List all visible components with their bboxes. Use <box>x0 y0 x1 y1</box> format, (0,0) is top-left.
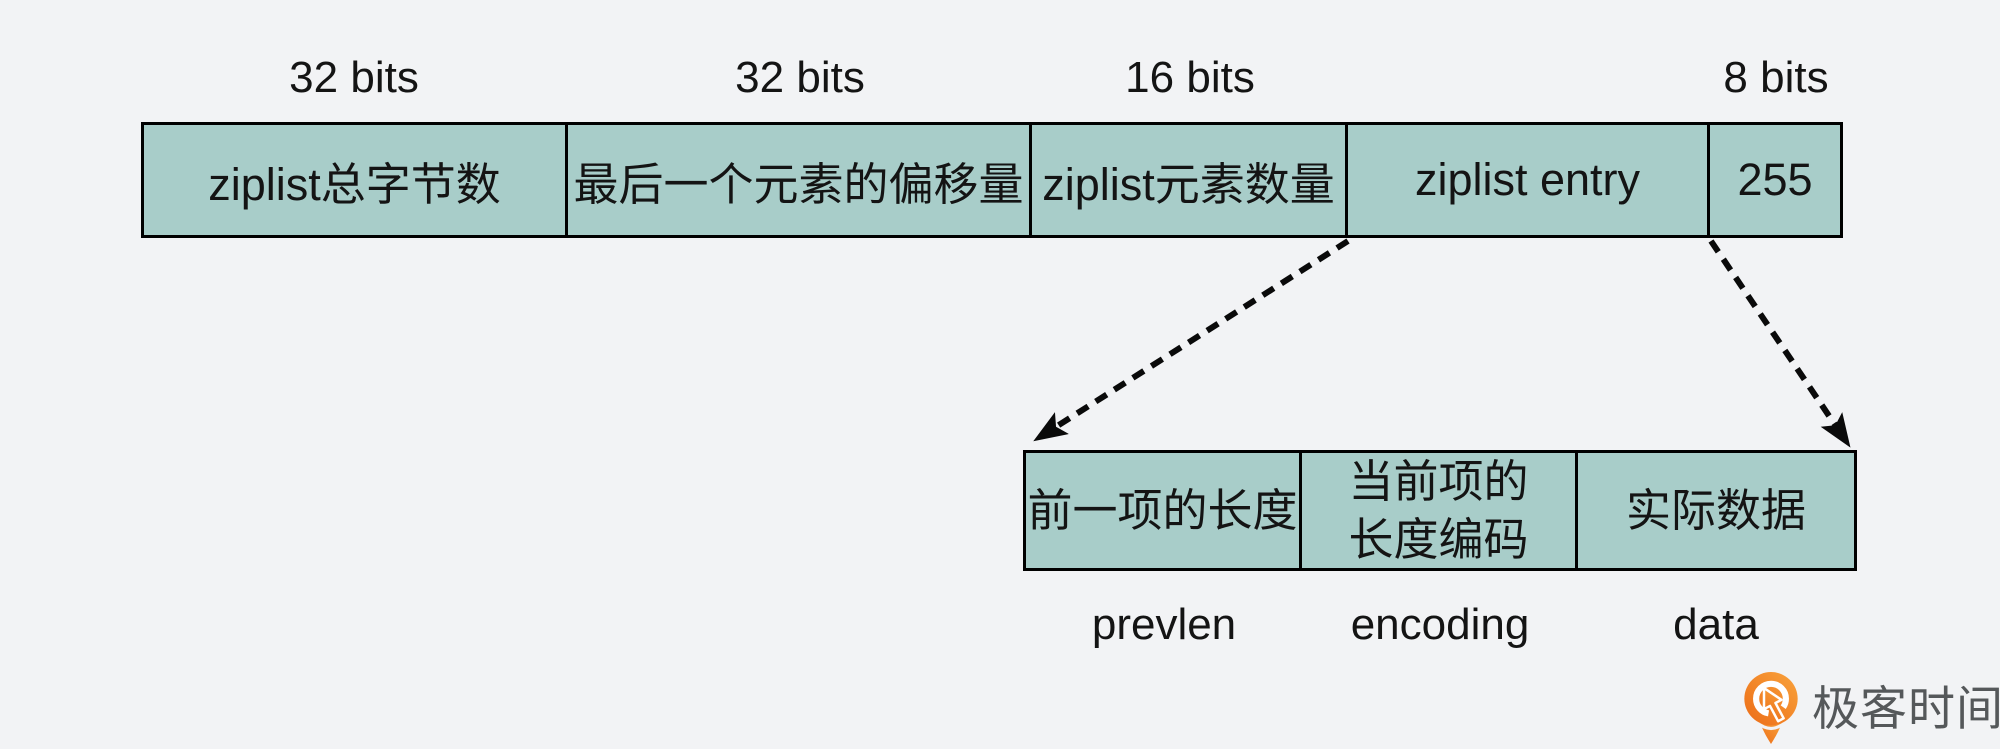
geektime-logo: 极客时间 <box>1740 670 2000 746</box>
entry-field-names: prevlen encoding data <box>1026 600 1854 650</box>
bit-width-label-last-offset: 32 bits <box>735 53 865 102</box>
cell-encoding: 当前项的 长度编码 <box>1302 453 1578 568</box>
sublabel-data: data <box>1673 600 1759 649</box>
cell-ziplist-total-bytes: ziplist总字节数 <box>144 125 568 235</box>
bit-width-label-entry-count: 16 bits <box>1125 53 1255 102</box>
ziplist-entry-detail-row: 前一项的长度 当前项的 长度编码 实际数据 <box>1023 450 1857 571</box>
cell-data: 实际数据 <box>1578 453 1854 568</box>
cell-prevlen: 前一项的长度 <box>1026 453 1302 568</box>
dashed-arrow-left <box>1033 238 1350 442</box>
bit-width-label-end-marker: 8 bits <box>1723 53 1829 102</box>
cell-prevlen-label: 前一项的长度 <box>1027 484 1298 536</box>
ziplist-main-row: ziplist总字节数 最后一个元素的偏移量 ziplist元素数量 zipli… <box>141 122 1843 238</box>
geektime-logo-text: 极客时间 <box>1812 681 2000 735</box>
geektime-logo-icon <box>1744 672 1798 744</box>
cell-encoding-label-line2: 长度编码 <box>1348 513 1529 565</box>
sublabel-prevlen: prevlen <box>1091 600 1237 649</box>
cell-encoding-label-line1: 当前项的 <box>1348 455 1529 507</box>
bit-width-label-total-bytes: 32 bits <box>289 53 419 102</box>
cell-end-marker-255: 255 <box>1737 154 1813 205</box>
cell-data-label: 实际数据 <box>1625 484 1806 536</box>
cell-ziplist-entry-count: ziplist元素数量 <box>1032 125 1348 235</box>
cell-ziplist-entry: ziplist entry <box>1348 125 1710 235</box>
sublabel-encoding: encoding <box>1350 600 1530 649</box>
dashed-arrow-right <box>1708 239 1851 448</box>
cell-last-element-offset: 最后一个元素的偏移量 <box>568 125 1032 235</box>
